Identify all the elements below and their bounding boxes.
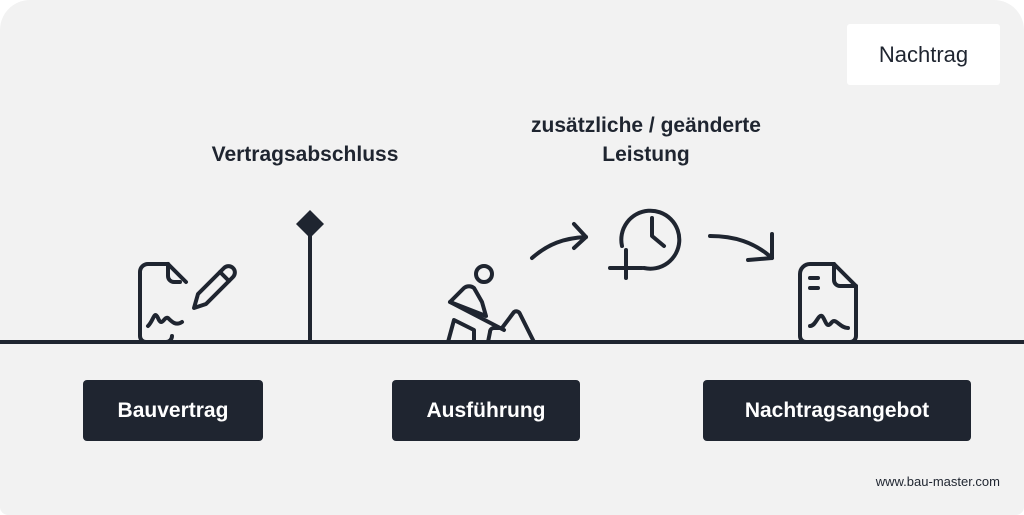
timeline-line [0,340,1024,344]
signed-document-icon [798,262,858,344]
signed-contract-icon [138,262,237,344]
construction-worker-icon [446,264,536,344]
nachtrag-tag: Nachtrag [847,24,1000,85]
stage-bauvertrag: Bauvertrag [83,380,263,441]
stage-ausfuehrung: Ausführung [392,380,580,441]
arrow-down-right-icon [708,232,774,262]
clock-plus-icon [608,208,682,280]
stage-nachtragsangebot: Nachtragsangebot [703,380,971,441]
footer-url[interactable]: www.bau-master.com [875,474,1000,489]
arrow-right-icon [530,222,588,260]
change-label: zusätzliche / geänderte Leistung [531,114,761,166]
milestone-diamond-icon [296,210,324,342]
tag-label: Nachtrag [878,41,969,67]
milestone-label: Vertragsabschluss [211,143,399,166]
